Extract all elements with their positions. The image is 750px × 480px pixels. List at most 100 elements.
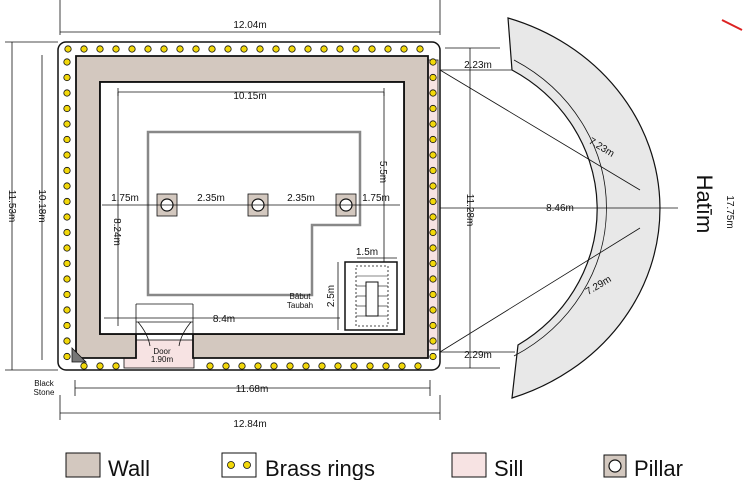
hatim-wall bbox=[507, 17, 661, 399]
brass-ring bbox=[63, 352, 71, 361]
brass-ring bbox=[429, 197, 437, 206]
brass-ring bbox=[63, 228, 71, 237]
black-stone-marker bbox=[71, 347, 87, 363]
staircase bbox=[344, 261, 398, 331]
brass-ring bbox=[63, 197, 71, 206]
brass-ring bbox=[429, 73, 437, 82]
brass-ring bbox=[429, 275, 437, 283]
brass-ring bbox=[429, 244, 437, 252]
brass-ring bbox=[416, 45, 424, 53]
brass-ring bbox=[398, 362, 406, 370]
babut-taubah-label-1: Bābut bbox=[290, 292, 312, 301]
interior-dimensions bbox=[102, 88, 400, 330]
dim-hatim-thickness: 17.75m bbox=[724, 195, 735, 228]
brass-ring bbox=[429, 135, 437, 144]
dim-hatim-top-gap: 2.23m bbox=[464, 60, 492, 71]
brass-ring bbox=[80, 45, 88, 53]
brass-ring bbox=[334, 362, 342, 370]
brass-ring bbox=[429, 228, 437, 237]
brass-ring bbox=[429, 259, 437, 268]
dim-hatim-radius-mid: 8.46m bbox=[546, 203, 574, 214]
brass-ring bbox=[384, 45, 392, 53]
brass-ring bbox=[350, 362, 358, 370]
brass-ring-dot bbox=[227, 461, 235, 469]
black-stone-label-1: Black bbox=[34, 379, 55, 388]
interior-outline bbox=[146, 130, 362, 297]
brass-ring bbox=[176, 45, 184, 53]
brass-ring bbox=[63, 275, 71, 283]
dim-interior-height: 8.24m bbox=[111, 218, 122, 246]
brass-ring bbox=[80, 362, 88, 370]
brass-ring bbox=[240, 45, 248, 53]
brass-ring bbox=[96, 362, 104, 370]
legend-wall-label: Wall bbox=[108, 456, 150, 480]
dim-right-height: 11.28m bbox=[464, 194, 475, 227]
brass-rings bbox=[63, 45, 437, 370]
brass-ring bbox=[336, 45, 344, 53]
brass-ring bbox=[224, 45, 232, 53]
babut-taubah-label-2: Taubah bbox=[287, 301, 313, 310]
brass-ring bbox=[63, 321, 71, 330]
brass-ring bbox=[254, 362, 262, 370]
brass-ring bbox=[304, 45, 312, 53]
dim-pillar-offset-right: 1.75m bbox=[362, 193, 390, 204]
brass-ring-dot bbox=[243, 461, 251, 469]
brass-ring bbox=[429, 120, 437, 128]
brass-ring bbox=[63, 182, 71, 190]
dim-top-width: 12.04m bbox=[233, 20, 266, 31]
brass-ring bbox=[368, 45, 376, 53]
brass-ring bbox=[64, 45, 72, 53]
door bbox=[135, 303, 194, 347]
brass-ring bbox=[63, 290, 71, 299]
sill-swatch bbox=[451, 452, 487, 478]
brass-ring bbox=[429, 151, 437, 159]
brass-ring bbox=[400, 45, 408, 53]
dim-inner-left-height: 10.18m bbox=[36, 189, 47, 222]
brass-ring bbox=[429, 337, 437, 345]
brass-ring bbox=[63, 58, 71, 66]
dim-hatim-bottom-gap: 2.29m bbox=[464, 350, 492, 361]
brass-ring bbox=[63, 337, 71, 345]
hatim-label: Hatīm bbox=[692, 175, 717, 234]
brass-ring bbox=[222, 362, 230, 370]
brass-ring bbox=[208, 45, 216, 53]
dim-upper-right-height: 5.5m bbox=[377, 161, 388, 183]
brass-ring bbox=[63, 306, 71, 314]
brass-ring bbox=[429, 321, 437, 330]
dim-bottom-total: 12.84m bbox=[233, 419, 266, 430]
brass-ring bbox=[270, 362, 278, 370]
brass-ring bbox=[288, 45, 296, 53]
dimension-lines bbox=[5, 0, 515, 420]
brass-ring bbox=[320, 45, 328, 53]
dim-pillar-offset-left: 1.75m bbox=[111, 193, 139, 204]
dim-stair-width: 1.5m bbox=[356, 247, 378, 258]
brass-ring bbox=[63, 120, 71, 128]
legend-sill-label: Sill bbox=[494, 456, 523, 480]
brass-ring bbox=[63, 135, 71, 144]
dim-stair-height: 2.5m bbox=[326, 285, 337, 307]
brass-ring bbox=[429, 89, 437, 97]
brass-ring bbox=[414, 362, 422, 370]
brass-ring bbox=[63, 89, 71, 97]
brass-ring bbox=[63, 151, 71, 159]
brass-ring bbox=[256, 45, 264, 53]
north-marker bbox=[721, 19, 743, 31]
legend: Wall Brass rings Sill Pillar bbox=[65, 452, 683, 480]
dim-left-height: 11.53m bbox=[6, 190, 17, 223]
brass-ring bbox=[63, 73, 71, 82]
brass-ring bbox=[192, 45, 200, 53]
door-label: Door bbox=[153, 347, 171, 356]
dim-door-width: 1.90m bbox=[151, 355, 174, 364]
brass-ring bbox=[429, 182, 437, 190]
brass-ring bbox=[63, 213, 71, 221]
dim-bottom-inner: 8.4m bbox=[213, 314, 235, 325]
brass-ring bbox=[63, 259, 71, 268]
brass-ring bbox=[429, 213, 437, 221]
legend-pillar-label: Pillar bbox=[634, 456, 683, 480]
dim-pillar-gap-1: 2.35m bbox=[197, 193, 225, 204]
dim-inner-width: 10.15m bbox=[233, 91, 266, 102]
brass-ring bbox=[302, 362, 310, 370]
brass-ring bbox=[96, 45, 104, 53]
brass-ring bbox=[63, 244, 71, 252]
